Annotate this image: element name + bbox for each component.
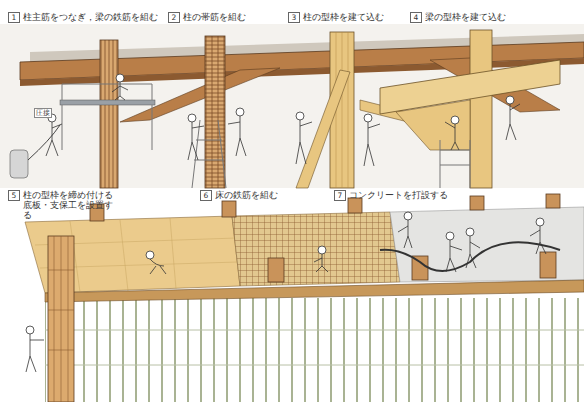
worker-body bbox=[445, 122, 459, 150]
slab-rebar bbox=[232, 212, 400, 286]
worker-body bbox=[188, 122, 204, 160]
worker-head bbox=[451, 116, 459, 124]
worker-body bbox=[466, 236, 480, 268]
worker-head bbox=[404, 212, 412, 220]
worker-body bbox=[150, 259, 166, 274]
step-caption: 柱の型枠を建て込む bbox=[303, 12, 384, 22]
worker-group bbox=[46, 74, 520, 166]
column-rebar bbox=[100, 40, 118, 188]
step-number: 1 bbox=[8, 12, 20, 23]
worker-head bbox=[364, 114, 372, 122]
step-number: 7 bbox=[334, 190, 346, 201]
form-clamp bbox=[48, 236, 74, 402]
column-stubs bbox=[90, 194, 560, 282]
stepladder bbox=[440, 140, 470, 188]
column-stub bbox=[222, 201, 236, 217]
worker-head bbox=[466, 228, 474, 236]
scaffold-frame bbox=[62, 84, 152, 150]
step-label: 6床の鉄筋を組む bbox=[200, 190, 310, 201]
worker-head bbox=[236, 108, 244, 116]
worker-body bbox=[228, 116, 246, 156]
gas-hose bbox=[28, 125, 60, 160]
slab-edge bbox=[45, 280, 584, 302]
stepladder bbox=[192, 120, 226, 188]
cross-beam bbox=[120, 68, 280, 122]
worker-body bbox=[46, 122, 62, 156]
step-label: 1柱主筋をつなぎ，梁の鉄筋を組む bbox=[8, 12, 158, 23]
worker-head bbox=[188, 114, 196, 122]
worker-body bbox=[364, 122, 380, 166]
worker-body bbox=[296, 120, 312, 164]
worker-head bbox=[506, 96, 514, 104]
brace-board bbox=[296, 70, 350, 188]
worker-head bbox=[318, 246, 326, 254]
step-caption: コンクリートを打設する bbox=[349, 190, 448, 200]
worker-group bbox=[26, 212, 546, 372]
step-label: 4梁の型枠を建て込む bbox=[410, 12, 526, 23]
step-caption: 柱の型枠を締め付ける 底板・支保工を設置する bbox=[23, 190, 115, 220]
step-caption: 床の鉄筋を組む bbox=[215, 190, 278, 200]
column-stub bbox=[348, 198, 362, 213]
formwork-seam bbox=[336, 32, 348, 188]
step-caption: 梁の型枠を建て込む bbox=[425, 12, 506, 22]
worker-head bbox=[446, 232, 454, 240]
worker-body bbox=[506, 104, 520, 140]
step-number: 5 bbox=[8, 190, 20, 201]
scaffold-deck bbox=[60, 100, 155, 105]
column-formwork bbox=[48, 236, 74, 402]
column-stub bbox=[412, 256, 428, 280]
worker-head bbox=[26, 326, 34, 334]
column-hoops bbox=[205, 36, 225, 188]
column-stub bbox=[546, 194, 560, 208]
step-label: 2柱の帯筋を組む bbox=[168, 12, 278, 23]
panel-bg bbox=[0, 24, 584, 188]
step-number: 2 bbox=[168, 12, 180, 23]
step-label: 3柱の型枠を建て込む bbox=[288, 12, 404, 23]
column-stub bbox=[268, 258, 284, 282]
worker-body bbox=[112, 82, 128, 100]
worker-body bbox=[446, 240, 462, 272]
step-number: 6 bbox=[200, 190, 212, 201]
worker-body bbox=[314, 254, 328, 272]
beam-side-board bbox=[396, 100, 470, 150]
column-stub bbox=[470, 196, 484, 210]
step-number: 3 bbox=[288, 12, 300, 23]
worker-head bbox=[146, 251, 154, 259]
worker-body bbox=[530, 226, 546, 254]
worker-head bbox=[536, 218, 544, 226]
worker-head bbox=[116, 74, 124, 82]
worker-head bbox=[296, 112, 304, 120]
worker-body bbox=[398, 220, 412, 248]
step-caption: 柱主筋をつなぎ，梁の鉄筋を組む bbox=[23, 12, 158, 22]
step-label: 5柱の型枠を締め付ける 底板・支保工を設置する bbox=[8, 190, 116, 220]
column-stub bbox=[540, 252, 556, 278]
column-formwork bbox=[470, 30, 492, 188]
shoring-brace bbox=[45, 330, 584, 365]
worker-body bbox=[26, 334, 44, 372]
step-label: 7コンクリートを打設する bbox=[334, 190, 464, 201]
step-caption: 柱の帯筋を組む bbox=[183, 12, 246, 22]
part-label: 圧接 bbox=[34, 108, 52, 118]
step-number: 4 bbox=[410, 12, 422, 23]
poured-concrete bbox=[390, 207, 584, 282]
gas-cylinder bbox=[10, 150, 28, 178]
shoring-poles bbox=[45, 298, 584, 402]
